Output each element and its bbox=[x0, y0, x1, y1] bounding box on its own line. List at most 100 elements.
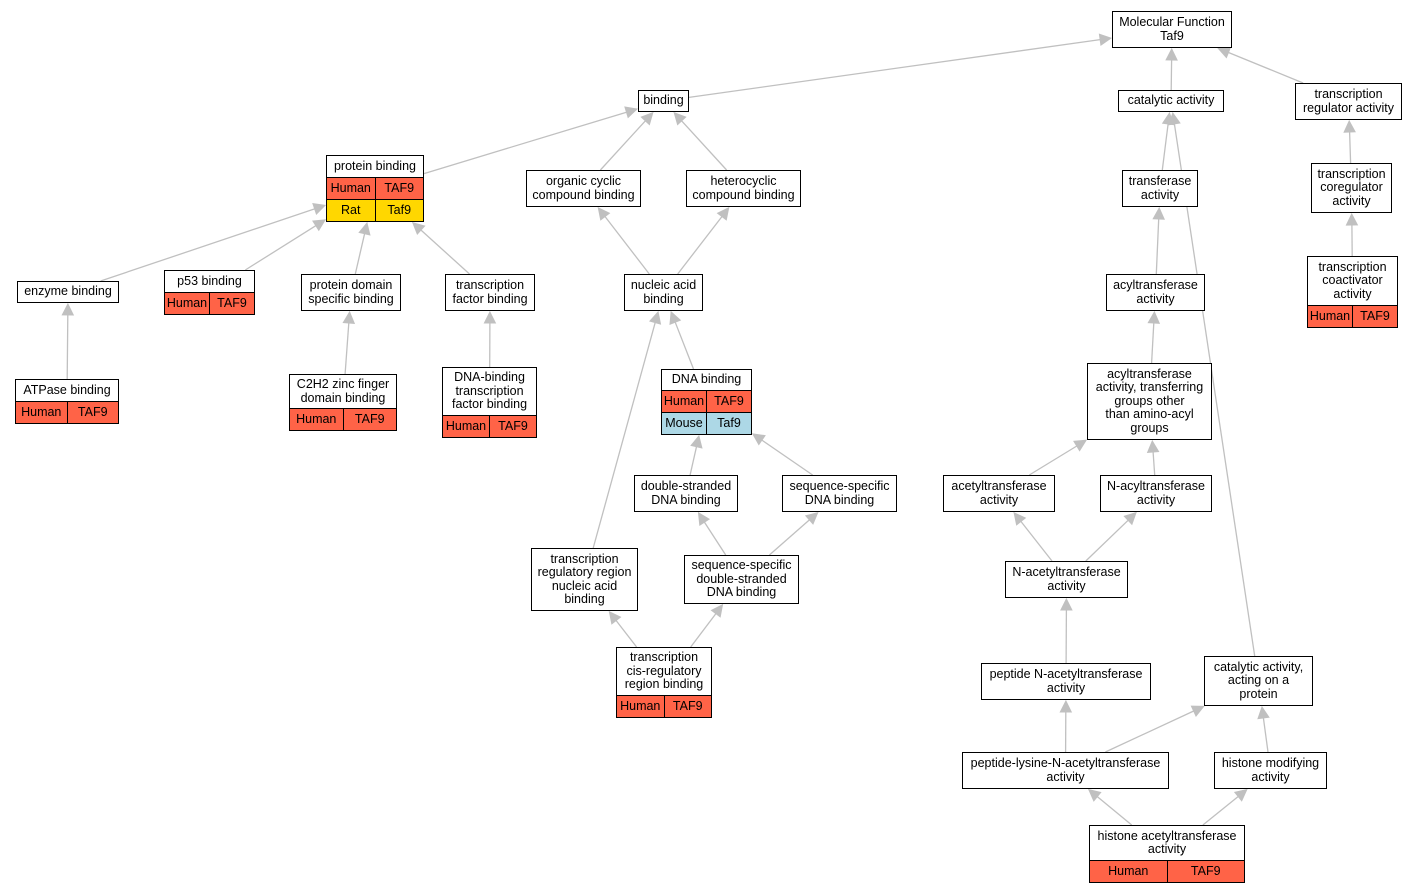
edge-protein_binding-to-binding bbox=[423, 111, 627, 175]
node-nucleic-acid-binding: nucleic acid binding bbox=[624, 274, 703, 311]
edge-nacetyl-to-acetyl bbox=[1020, 520, 1053, 562]
species-cell: Human bbox=[330, 180, 371, 195]
edge-c2h2-to-pdsb bbox=[344, 322, 350, 375]
node-label: nucleic acid binding bbox=[630, 278, 697, 306]
arrowhead-ssdna-to-dna bbox=[751, 433, 766, 446]
gene-cell: Taf9 bbox=[706, 413, 751, 434]
node-acyltransferase-activity-transferring-groups-other-than-amino-acyl-groups: acyltransferase activity, transferring g… bbox=[1087, 363, 1212, 440]
node-histone-modifying-activity: histone modifying activity bbox=[1214, 752, 1327, 789]
node-label: p53 binding bbox=[177, 273, 242, 288]
annotation-row-rat: Rat Taf9 bbox=[327, 199, 423, 221]
arrowhead-dsdna-to-dna bbox=[690, 434, 703, 449]
node-heterocyclic-compound-binding: heterocyclic compound binding bbox=[686, 170, 801, 207]
node-n-acyltransferase-activity: N-acyltransferase activity bbox=[1100, 475, 1212, 512]
node-protein-domain-specific-binding: protein domain specific binding bbox=[301, 274, 401, 311]
node-label: transcription regulator activity bbox=[1302, 87, 1394, 115]
gene-cell: TAF9 bbox=[489, 416, 536, 437]
edge-p53-to-protein_binding bbox=[244, 225, 317, 271]
arrowhead-cis-to-ssds bbox=[710, 603, 724, 618]
node-peptide-n-acetyltransferase-activity: peptide N-acetyltransferase activity bbox=[981, 663, 1151, 700]
node-label: Molecular Function Taf9 bbox=[1119, 15, 1225, 43]
node-label: histone modifying activity bbox=[1221, 756, 1320, 784]
arrowhead-nab-to-organic bbox=[597, 206, 611, 221]
arrowhead-tfb-to-protein_binding bbox=[411, 221, 426, 236]
node-label: ATPase binding bbox=[23, 382, 111, 397]
edge-nab-to-hetero bbox=[677, 216, 723, 275]
edge-ssdna-to-dna bbox=[761, 439, 813, 476]
node-transferase-activity: transferase activity bbox=[1122, 170, 1198, 207]
edge-histmod-to-catprot bbox=[1262, 717, 1269, 753]
node-acyltransferase-activity: acyltransferase activity bbox=[1106, 274, 1205, 311]
edge-atpase-to-enzyme bbox=[66, 314, 69, 380]
gene-cell: TAF9 bbox=[66, 402, 119, 423]
node-label: sequence-specific DNA binding bbox=[789, 479, 890, 507]
species-cell: Human bbox=[21, 404, 62, 419]
node-label: transcription coregulator activity bbox=[1317, 166, 1386, 208]
node-sequence-specific-double-stranded-dna-binding: sequence-specific double-stranded DNA bi… bbox=[684, 555, 799, 604]
gene-cell: TAF9 bbox=[1352, 306, 1397, 327]
arrowhead-cis-to-trr bbox=[608, 610, 622, 625]
arrowhead-nab-to-hetero bbox=[716, 206, 730, 221]
arrowhead-catprot-to-catalytic bbox=[1168, 111, 1181, 126]
node-label: peptide N-acetyltransferase activity bbox=[989, 667, 1143, 695]
arrowhead-organic-to-binding bbox=[640, 111, 654, 126]
edge-acetyl-to-acyl_other bbox=[1028, 445, 1078, 476]
arrowhead-pdsb-to-protein_binding bbox=[358, 221, 371, 236]
species-cell: Human bbox=[445, 418, 487, 433]
arrowhead-coregulator-to-tra bbox=[1343, 119, 1356, 133]
node-label: catalytic activity bbox=[1127, 93, 1215, 108]
gene-cell: TAF9 bbox=[663, 696, 712, 717]
node-label: transferase activity bbox=[1128, 174, 1192, 202]
species-cell: Human bbox=[663, 393, 705, 408]
node-label: C2H2 zinc finger domain binding bbox=[296, 377, 390, 405]
node-transcription-factor-binding: transcription factor binding bbox=[445, 274, 535, 311]
arrowhead-peplys-to-catprot bbox=[1190, 705, 1205, 717]
edge-dsdna-to-dna bbox=[689, 446, 698, 476]
node-label: transcription coactivator activity bbox=[1318, 259, 1387, 301]
species-cell: Human bbox=[1309, 308, 1351, 323]
gene-cell: TAF9 bbox=[706, 391, 751, 412]
gene-cell: TAF9 bbox=[374, 178, 424, 199]
arrowhead-dbtfb-to-tfb bbox=[483, 310, 497, 324]
node-binding: binding bbox=[638, 90, 689, 112]
edge-organic-to-binding bbox=[599, 120, 646, 171]
node-label: N-acyltransferase activity bbox=[1107, 479, 1205, 507]
edge-trr-to-nab bbox=[592, 322, 656, 549]
arrowhead-p53-to-protein_binding bbox=[312, 219, 327, 232]
node-label: DNA binding bbox=[671, 372, 742, 387]
arrowhead-trr-to-nab bbox=[648, 310, 662, 325]
node-catalytic-activity-acting-on-a-protein: catalytic activity, acting on a protein bbox=[1204, 656, 1313, 706]
arrowhead-ssds-to-ssdna bbox=[804, 511, 819, 525]
node-label: sequence-specific double-stranded DNA bi… bbox=[691, 558, 792, 600]
node-sequence-specific-dna-binding: sequence-specific DNA binding bbox=[782, 475, 897, 512]
edge-transferase-to-catalytic bbox=[1161, 123, 1169, 171]
arrowhead-dna-to-nab bbox=[669, 310, 682, 325]
edge-tfb-to-protein_binding bbox=[420, 229, 470, 275]
node-n-acetyltransferase-activity: N-acetyltransferase activity bbox=[1005, 561, 1128, 598]
edge-acyltransferase-to-transferase bbox=[1155, 218, 1160, 275]
arrowhead-c2h2-to-pdsb bbox=[342, 310, 356, 324]
node-catalytic-activity: catalytic activity bbox=[1118, 90, 1224, 112]
arrowhead-catalytic-to-mf bbox=[1165, 47, 1178, 61]
species-cell: Rat bbox=[341, 202, 361, 217]
gene-cell: Taf9 bbox=[374, 200, 424, 221]
node-enzyme-binding: enzyme binding bbox=[17, 281, 119, 303]
edge-coregulator-to-tra bbox=[1348, 131, 1352, 164]
gene-cell: TAF9 bbox=[342, 409, 397, 430]
arrowhead-hetero-to-binding bbox=[673, 111, 687, 126]
edge-cis-to-ssds bbox=[690, 613, 717, 648]
